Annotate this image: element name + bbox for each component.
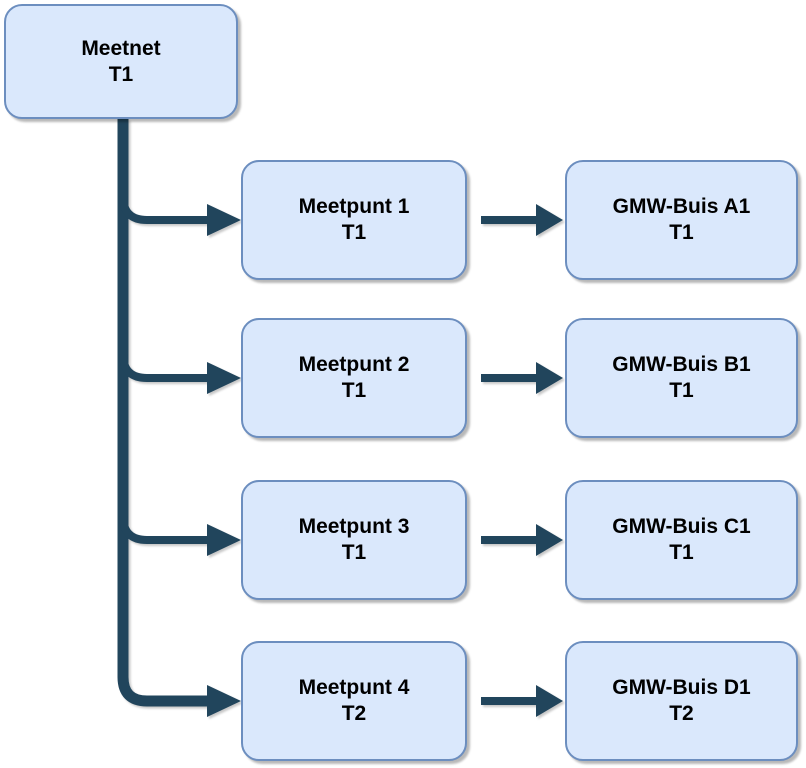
node-label: GMW-Buis B1 — [612, 353, 751, 376]
edge-meetpunt-1-to-gmw-a1[interactable] — [481, 204, 563, 236]
node-sublabel: T2 — [669, 702, 694, 725]
node-meetpunt-1[interactable]: Meetpunt 1 T1 — [241, 160, 467, 280]
node-gmw-buis-d1[interactable]: GMW-Buis D1 T2 — [565, 641, 798, 761]
node-label: Meetpunt 3 — [298, 515, 410, 538]
node-meetpunt-4[interactable]: Meetpunt 4 T2 — [241, 641, 467, 761]
node-label: GMW-Buis D1 — [612, 676, 751, 699]
node-gmw-buis-c1[interactable]: GMW-Buis C1 T1 — [565, 480, 798, 600]
node-label: GMW-Buis A1 — [612, 195, 751, 218]
edge-meetpunt-2-to-gmw-b1[interactable] — [481, 362, 563, 394]
node-label: Meetpunt 2 — [298, 353, 410, 376]
node-sublabel: T1 — [669, 541, 694, 564]
node-gmw-buis-a1[interactable]: GMW-Buis A1 T1 — [565, 160, 798, 280]
node-sublabel: T1 — [341, 541, 367, 564]
node-meetpunt-3[interactable]: Meetpunt 3 T1 — [241, 480, 467, 600]
edge-meetpunt-4-to-gmw-d1[interactable] — [481, 685, 563, 717]
node-sublabel: T1 — [341, 221, 367, 244]
node-sublabel: T1 — [669, 379, 694, 402]
edge-meetpunt-3-to-gmw-c1[interactable] — [481, 524, 563, 556]
node-meetpunt-2[interactable]: Meetpunt 2 T1 — [241, 318, 467, 438]
edge-meetnet-to-meetpunt-3[interactable] — [119, 515, 241, 556]
node-label: Meetnet — [81, 36, 161, 60]
node-sublabel: T1 — [341, 379, 367, 402]
node-sublabel: T1 — [108, 62, 134, 86]
edge-meetnet-to-meetpunt-2[interactable] — [119, 353, 241, 394]
edge-meetnet-to-meetpunt-4[interactable] — [117, 119, 241, 717]
node-meetnet[interactable]: Meetnet T1 — [4, 4, 238, 119]
node-label: Meetpunt 1 — [298, 195, 410, 218]
node-gmw-buis-b1[interactable]: GMW-Buis B1 T1 — [565, 318, 798, 438]
node-sublabel: T1 — [669, 221, 694, 244]
node-label: GMW-Buis C1 — [612, 515, 751, 538]
node-sublabel: T2 — [341, 702, 367, 725]
node-label: Meetpunt 4 — [298, 676, 410, 699]
edge-meetnet-to-meetpunt-1[interactable] — [119, 195, 241, 236]
